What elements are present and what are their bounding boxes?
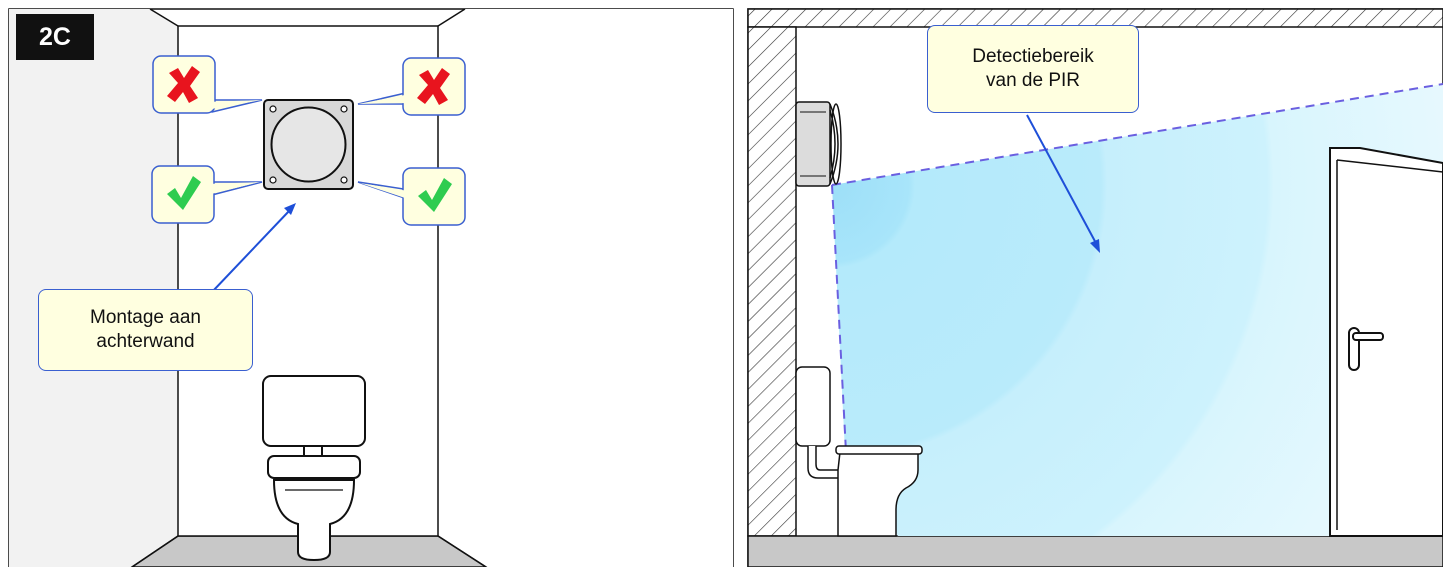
side-wall — [747, 26, 797, 537]
bubble-bottom-left — [151, 165, 263, 224]
detection-callout: Detectiebereik van de PIR — [927, 25, 1139, 113]
fan-front-view — [263, 99, 354, 190]
checkmark-icon — [167, 176, 201, 210]
toilet-side-view — [795, 366, 923, 537]
mounting-callout: Montage aan achterwand — [38, 289, 253, 371]
left-panel-room — [8, 8, 734, 567]
detection-callout-line2: van de PIR — [986, 70, 1080, 91]
checkmark-icon — [418, 178, 452, 212]
mounting-callout-line1: Montage aan — [90, 307, 201, 328]
fan-side-view — [795, 101, 842, 187]
pir-detection-zone — [831, 83, 1443, 536]
bubble-top-left — [152, 55, 263, 114]
cross-icon — [417, 68, 450, 105]
bubble-bottom-right — [357, 167, 466, 226]
door — [1329, 147, 1443, 537]
floor — [747, 535, 1443, 567]
toilet-front-view — [262, 375, 366, 562]
cross-icon — [167, 66, 200, 103]
detection-callout-line1: Detectiebereik — [972, 46, 1094, 67]
bubble-top-right — [357, 57, 466, 116]
right-callout-arrow — [1026, 114, 1100, 253]
left-callout-arrow — [211, 203, 296, 293]
step-label: 2C — [16, 14, 94, 60]
door-handle — [1348, 327, 1384, 371]
mounting-callout-line2: achterwand — [96, 331, 195, 352]
